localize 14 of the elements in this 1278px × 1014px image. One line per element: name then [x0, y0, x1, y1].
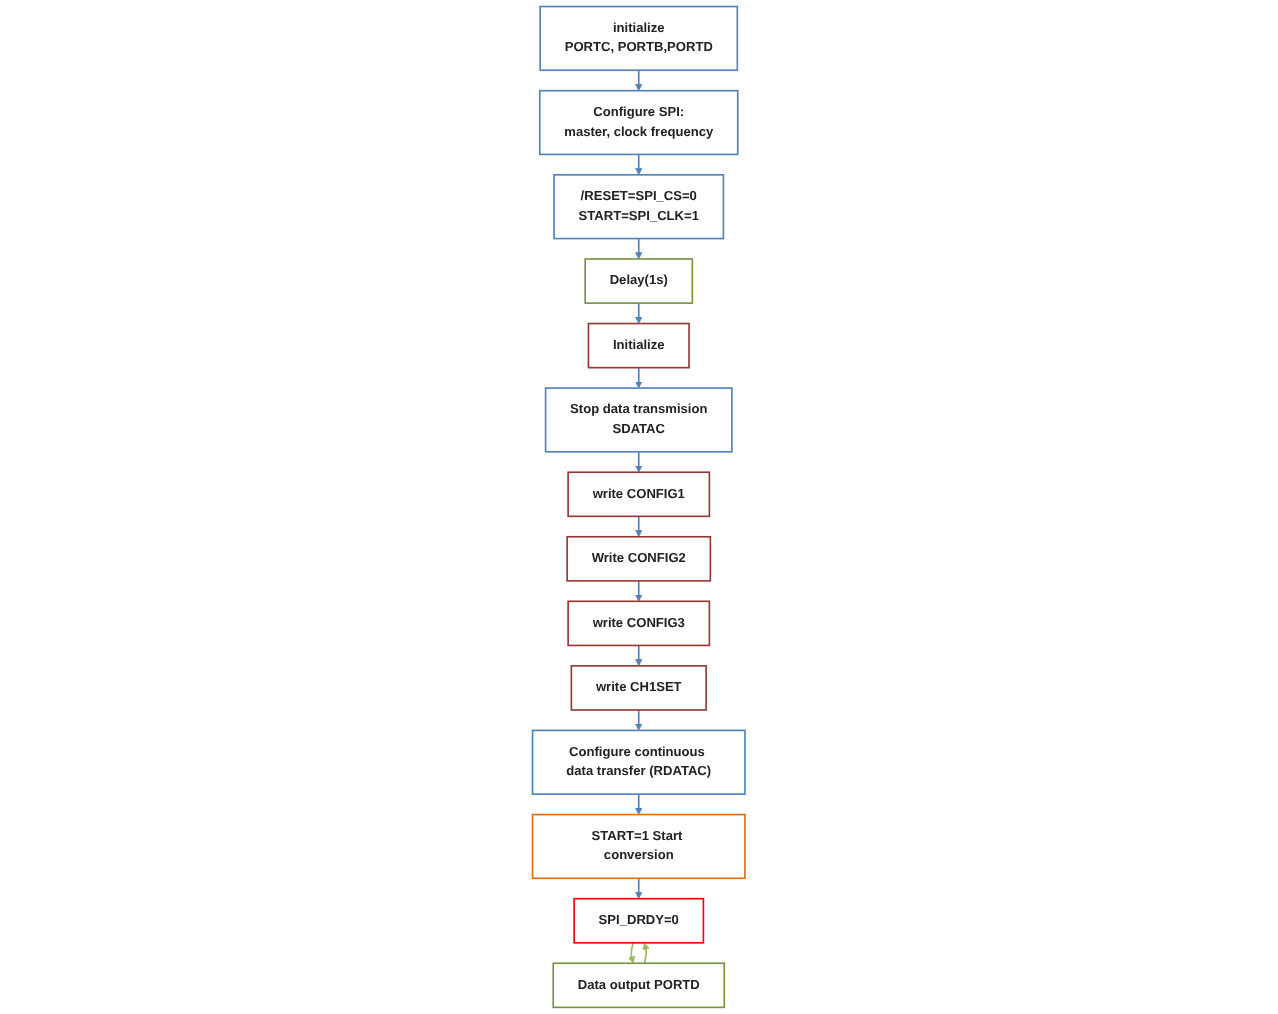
arrow: [642, 942, 650, 965]
arrow: [635, 644, 643, 667]
arrow: [635, 366, 643, 389]
arrow: [635, 153, 643, 176]
arrow: [628, 942, 636, 964]
arrow: [635, 237, 643, 260]
arrow: [635, 709, 643, 731]
arrow: [635, 515, 643, 538]
arrow: [635, 877, 643, 900]
arrow: [635, 69, 643, 92]
arrow: [635, 793, 643, 815]
arrow: [635, 302, 643, 324]
arrow: [635, 580, 643, 602]
arrow: [635, 451, 643, 473]
